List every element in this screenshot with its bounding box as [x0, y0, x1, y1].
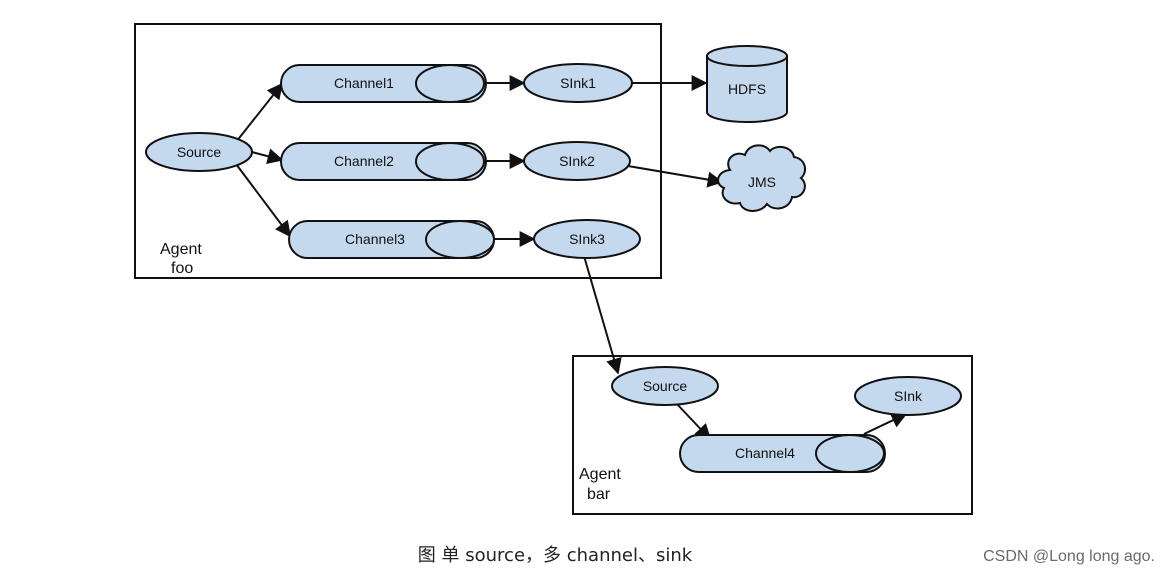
- sink1-node: SInk1: [523, 63, 633, 103]
- channel4-node: Channel4: [679, 434, 886, 473]
- foo-source-label: Source: [177, 144, 222, 160]
- bar-source-node: Source: [611, 366, 719, 406]
- jms-cloud: JMS: [717, 144, 807, 212]
- channel1-label: Channel1: [334, 75, 394, 91]
- bar-sink-node: SInk: [854, 376, 962, 416]
- bar-sink-label: SInk: [894, 388, 923, 404]
- edges: [235, 75, 908, 441]
- channel3-node: Channel3: [288, 220, 495, 259]
- sink3-node: SInk3: [533, 219, 641, 259]
- sink2-node: SInk2: [523, 141, 631, 181]
- edge-source-channel3: [235, 163, 291, 238]
- edge-source-channel1: [235, 82, 283, 143]
- edge-channel4-sink: [863, 412, 908, 435]
- edge-sink2-jms: [627, 165, 724, 188]
- agent-foo-box: [134, 23, 662, 279]
- sink3-label: SInk3: [569, 231, 605, 247]
- channel2-label: Channel2: [334, 153, 394, 169]
- jms-label: JMS: [748, 174, 776, 190]
- hdfs-cylinder: HDFS: [706, 45, 788, 123]
- channel4-label: Channel4: [735, 445, 795, 461]
- agent-bar-box: [572, 355, 973, 515]
- flume-diagram: Agent foo Agent bar Source Channel1 Chan…: [134, 23, 973, 515]
- edge-source-channel2: [251, 148, 284, 165]
- agent-foo-label-1: Agent: [160, 241, 202, 258]
- edge-bar-source-channel4: [675, 402, 712, 441]
- sink2-label: SInk2: [559, 153, 595, 169]
- csdn-watermark: CSDN @Long long ago.: [983, 548, 1155, 565]
- foo-source-node: Source: [145, 132, 253, 172]
- bar-source-label: Source: [643, 378, 688, 394]
- hdfs-label: HDFS: [728, 81, 766, 97]
- channel2-node: Channel2: [280, 142, 487, 181]
- channel3-label: Channel3: [345, 231, 405, 247]
- agent-foo-label-2: foo: [171, 260, 193, 277]
- channel1-node: Channel1: [280, 64, 487, 103]
- agent-bar-label-1: Agent: [579, 466, 621, 483]
- edge-sink3-bar-source: [583, 255, 622, 375]
- sink1-label: SInk1: [560, 75, 596, 91]
- figure-caption: 图 单 source，多 channel、sink: [417, 545, 693, 566]
- agent-bar-label-2: bar: [587, 486, 611, 503]
